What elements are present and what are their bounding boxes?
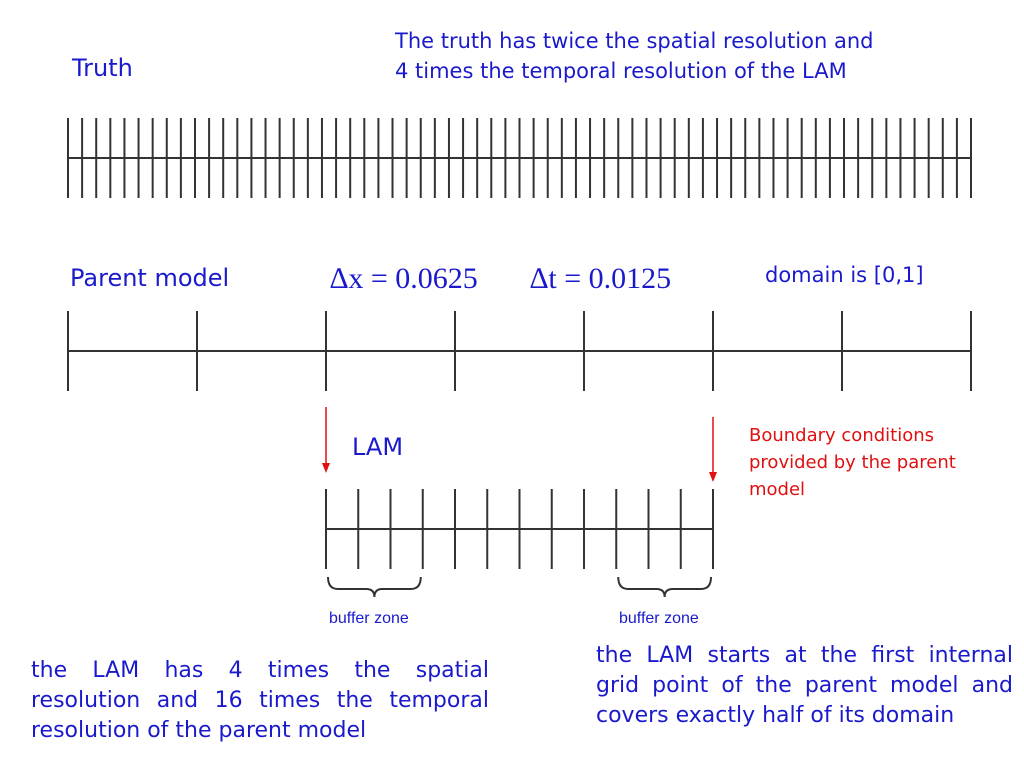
boundary-arrow-head — [709, 472, 717, 482]
boundary-note-line-3: model — [749, 479, 806, 500]
parent-model-label: Parent model — [70, 264, 230, 292]
boundary-note-line-2: provided by the parent — [749, 452, 956, 473]
buffer-zone-braces — [327, 576, 712, 598]
boundary-arrow-left — [322, 407, 330, 473]
buffer-zone-left-label: buffer zone — [329, 610, 409, 627]
boundary-arrow-head — [322, 463, 330, 473]
truth-note-line-2: 4 times the temporal resolution of the L… — [395, 59, 847, 83]
truth-note-line-1: The truth has twice the spatial resoluti… — [395, 29, 874, 53]
truth-label: Truth — [72, 54, 133, 82]
truth-grid — [67, 118, 972, 198]
dt-equation: ∆t = 0.0125 — [530, 262, 672, 295]
buffer-zone-right-label: buffer zone — [619, 610, 699, 627]
boundary-arrows — [322, 407, 717, 482]
lam-start-note: the LAM starts at the first internal gri… — [596, 643, 1013, 728]
lam-resolution-note: the LAM has 4 times the spatial resoluti… — [31, 658, 489, 743]
buffer-zone-left-brace — [327, 576, 422, 598]
boundary-note-line-1: Boundary conditions — [749, 425, 935, 446]
lam-label: LAM — [352, 433, 404, 461]
boundary-arrow-right — [709, 417, 717, 482]
lam-grid — [325, 489, 714, 569]
buffer-zone-right-brace — [617, 576, 712, 598]
dx-equation: ∆x = 0.0625 — [330, 262, 478, 295]
parent-grid — [67, 311, 972, 391]
domain-label: domain is [0,1] — [765, 263, 924, 287]
